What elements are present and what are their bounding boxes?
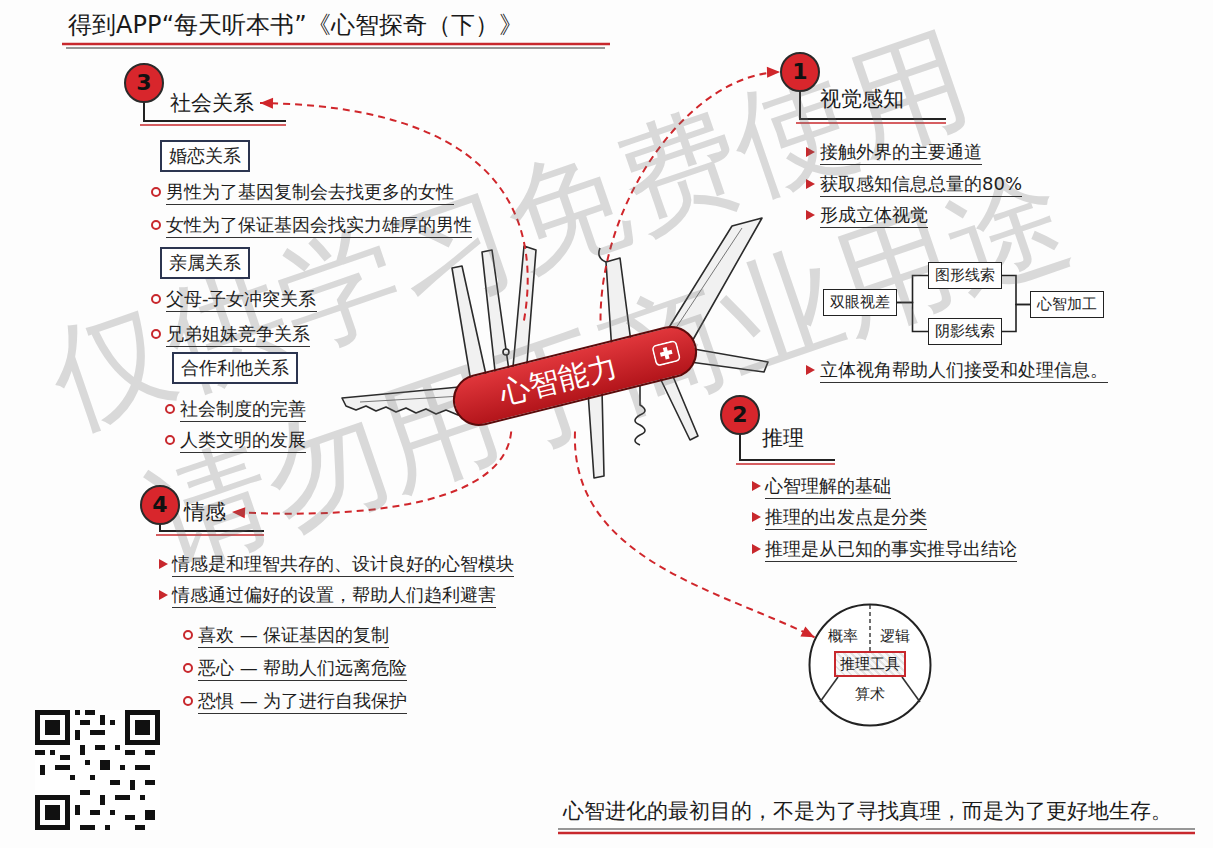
qr-code xyxy=(35,710,155,830)
connector xyxy=(1002,305,1030,332)
circle-divider xyxy=(902,677,920,702)
qr-code xyxy=(35,795,70,830)
bullet-triangle xyxy=(752,544,761,554)
bullet-text: 接触外界的主要通道 xyxy=(820,140,982,165)
category-box: 合作利他关系 xyxy=(172,352,298,384)
bullet-triangle xyxy=(752,512,761,522)
title-underline xyxy=(62,43,610,46)
bullet-text: 男性为了基因复制会去找更多的女性 xyxy=(166,180,454,205)
process-box: 双眼视差 xyxy=(823,289,897,316)
callout-number: 2 xyxy=(720,395,760,435)
section-callout: 3社会关系 xyxy=(124,63,254,116)
bullet-text: 获取感知信息总量的80% xyxy=(820,172,1022,197)
circle-divider xyxy=(820,677,838,702)
bullet-text: 社会制度的完善 xyxy=(180,397,306,422)
bullet-text: 情感是和理智共存的、设计良好的心智模块 xyxy=(172,552,514,577)
callout-number: 4 xyxy=(140,485,180,525)
bullet-text: 立体视角帮助人们接受和处理信息。 xyxy=(820,358,1108,383)
bullet-dot xyxy=(152,221,160,229)
box-text: 亲属关系 xyxy=(169,251,241,275)
process-box: 图形线索 xyxy=(928,262,1002,289)
section-heading: 社会关系 xyxy=(170,90,254,116)
process-box: 阴影线索 xyxy=(928,318,1002,345)
section-heading: 情感 xyxy=(184,499,226,525)
caption-underline xyxy=(558,832,1195,835)
bullet-text: 恶心 — 帮助人们远离危险 xyxy=(198,656,407,681)
box-text: 合作利他关系 xyxy=(181,356,289,380)
knife-emblem xyxy=(659,346,674,361)
box-text: 图形线索 xyxy=(935,266,995,285)
bullet-dot xyxy=(184,664,192,672)
caption-text: 心智进化的最初目的，不是为了寻找真理，而是为了更好地生存。 xyxy=(563,797,1172,825)
bullet-text: 兄弟姐妹竞争关系 xyxy=(166,322,310,347)
bullet-dot xyxy=(184,631,192,639)
bullet-text: 情感通过偏好的设置，帮助人们趋利避害 xyxy=(172,583,496,608)
bullet-text: 人类文明的发展 xyxy=(180,428,306,453)
heading-rule xyxy=(140,124,286,126)
qr-code xyxy=(40,800,65,825)
box-text: 婚恋关系 xyxy=(169,144,241,168)
box-text: 推理工具 xyxy=(840,655,900,673)
callout-number: 3 xyxy=(124,63,164,103)
caption-underline xyxy=(558,828,1195,829)
heading-rule xyxy=(736,463,835,465)
tool-name: 逻辑 xyxy=(880,627,910,645)
section-heading: 推理 xyxy=(762,425,804,451)
section-callout: 2推理 xyxy=(720,395,804,451)
box-text: 阴影线索 xyxy=(935,322,995,341)
bullet-triangle xyxy=(159,559,168,569)
arrow-head xyxy=(800,627,814,638)
bullet-text: 父母-子女冲突关系 xyxy=(166,287,317,312)
qr-code xyxy=(45,720,60,735)
bullet-triangle xyxy=(806,210,815,220)
bullet-text: 形成立体视觉 xyxy=(820,203,928,228)
bullet-dot xyxy=(184,697,192,705)
box-text: 双眼视差 xyxy=(830,293,890,312)
bullet-triangle xyxy=(159,590,168,600)
qr-code xyxy=(35,710,70,745)
bracket-connector xyxy=(1002,305,1030,332)
bullet-dot xyxy=(152,188,160,196)
arrow-head xyxy=(260,98,273,109)
connector xyxy=(575,431,815,637)
qr-code xyxy=(45,805,60,820)
qr-code xyxy=(35,710,160,830)
bullet-text: 喜欢 — 保证基因的复制 xyxy=(198,623,389,648)
bullet-dot xyxy=(166,436,174,444)
qr-code xyxy=(130,715,155,740)
tool-name: 算术 xyxy=(855,685,885,703)
tool-name: 概率 xyxy=(828,627,858,645)
section-callout: 1视觉感知 xyxy=(780,52,904,112)
qr-code xyxy=(40,715,65,740)
category-box: 婚恋关系 xyxy=(160,140,250,172)
circle-outline xyxy=(810,605,931,726)
knife-emblem xyxy=(652,341,680,366)
callout-number: 1 xyxy=(780,52,820,92)
tool-circle: 概率 逻辑算术 推理工具 xyxy=(808,603,932,727)
bullet-text: 推理的出发点是分类 xyxy=(765,505,927,530)
process-box: 心智加工 xyxy=(1030,291,1104,318)
bullet-text: 恐惧 — 为了进行自我保护 xyxy=(198,689,407,714)
knife-emblem xyxy=(651,339,682,367)
qr-code xyxy=(35,710,160,830)
bullet-triangle xyxy=(752,481,761,491)
dashed-connector xyxy=(575,431,815,637)
bullet-text: 心智理解的基础 xyxy=(765,474,891,499)
category-box: 亲属关系 xyxy=(160,247,250,279)
section-callout: 4情感 xyxy=(140,485,226,525)
bullet-text: 推理是从已知的事实推导出结论 xyxy=(765,537,1017,562)
title-underline xyxy=(66,47,605,48)
circle-divider xyxy=(869,605,870,651)
tool-box: 推理工具 xyxy=(834,651,906,677)
box-text: 心智加工 xyxy=(1037,295,1097,314)
qr-code xyxy=(135,720,150,735)
section-heading: 视觉感知 xyxy=(820,86,904,112)
bullet-text: 女性为了保证基因会找实力雄厚的男性 xyxy=(166,213,472,238)
title-text: 得到APP“每天听本书”《心智探奇（下）》 xyxy=(68,10,523,40)
qr-code xyxy=(125,710,160,745)
